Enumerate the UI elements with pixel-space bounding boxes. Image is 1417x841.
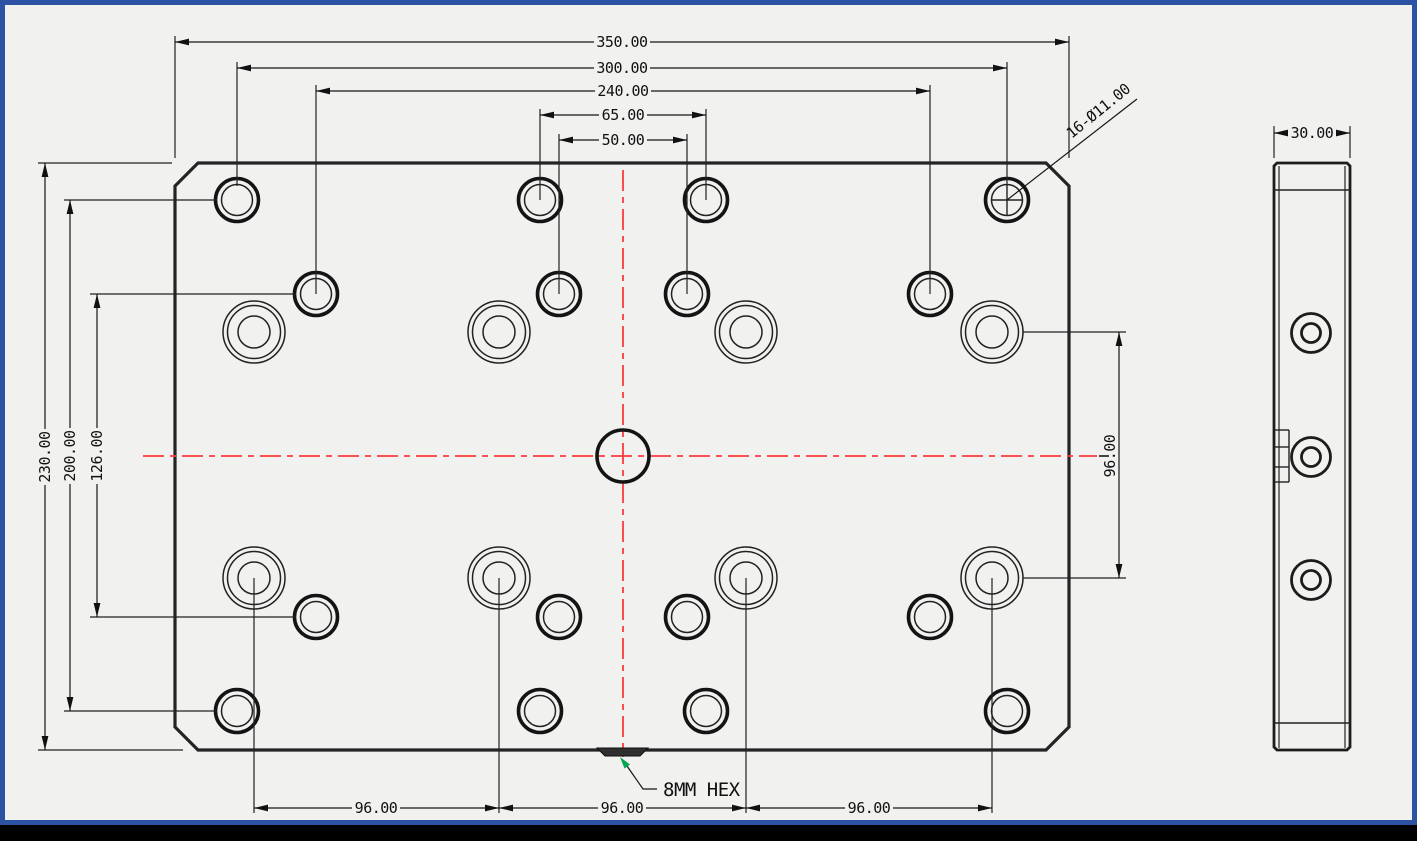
extension-lines (38, 36, 1351, 813)
dim-label-30: 30.00 (1288, 124, 1336, 142)
dim-text-65: 65.00 (602, 106, 645, 124)
bolt-hole (292, 593, 340, 641)
bolt-hole (516, 687, 564, 735)
hex-callout-arrow-icon (620, 757, 630, 769)
dim-text-96-b: 96.00 (601, 799, 644, 817)
engineering-drawing: 350.00 300.00 240.00 65.00 50.00 230.00 … (36, 33, 1352, 817)
dim-label-300: 300.00 (594, 59, 650, 77)
dim-label-50: 50.00 (599, 131, 647, 149)
dim-label-65: 65.00 (599, 106, 647, 124)
dim-label-230: 230.00 (36, 429, 54, 485)
dim-text-350: 350.00 (596, 33, 648, 51)
side-outline (1272, 161, 1352, 752)
bolt-hole (682, 687, 730, 735)
side-hole (1290, 436, 1332, 478)
hex-notch (595, 747, 650, 757)
hole-callout: 16-Ø11.00 (1063, 80, 1134, 143)
dim-label-96-b: 96.00 (598, 799, 646, 817)
dim-text-240: 240.00 (597, 82, 649, 100)
bottom-band (0, 825, 1417, 841)
plate-outline (173, 161, 1071, 752)
counterbore-hole (222, 300, 286, 364)
dim-label-126: 126.00 (88, 428, 106, 484)
counterbore-hole (714, 300, 778, 364)
front-view (143, 161, 1109, 757)
side-view (1272, 161, 1352, 752)
hole-callout-text: 16-Ø11.00 (1063, 80, 1134, 143)
dim-text-96-a: 96.00 (355, 799, 398, 817)
counterbore-hole (960, 300, 1024, 364)
center-hole (595, 428, 651, 484)
bolt-hole (213, 687, 261, 735)
hole-callout-leader (1006, 98, 1138, 201)
dim-label-350: 350.00 (594, 33, 650, 51)
dim-text-300: 300.00 (596, 59, 648, 77)
dim-text-96-c: 96.00 (848, 799, 891, 817)
dim-text-200: 200.00 (61, 430, 79, 482)
hex-callout-text: 8MM HEX (663, 779, 741, 801)
dim-text-30: 30.00 (1291, 124, 1334, 142)
side-center-tab (1274, 429, 1290, 483)
dim-label-96-c: 96.00 (845, 799, 893, 817)
hex-callout-leader (626, 765, 657, 790)
dim-label-96-right: 96.00 (1101, 434, 1119, 477)
bolt-hole (906, 593, 954, 641)
bolt-hole (535, 593, 583, 641)
dim-label-96-a: 96.00 (352, 799, 400, 817)
side-hole (1290, 312, 1332, 354)
bolt-hole (663, 593, 711, 641)
side-hole (1290, 559, 1332, 601)
dim-text-230: 230.00 (36, 431, 54, 483)
dim-label-240: 240.00 (595, 82, 651, 100)
dim-label-200: 200.00 (61, 428, 79, 484)
dim-text-96-right: 96.00 (1101, 434, 1119, 477)
dim-text-126: 126.00 (88, 430, 106, 482)
dim-text-50: 50.00 (602, 131, 645, 149)
dimensions: 350.00 300.00 240.00 65.00 50.00 230.00 … (36, 33, 1351, 817)
counterbore-hole (467, 300, 531, 364)
